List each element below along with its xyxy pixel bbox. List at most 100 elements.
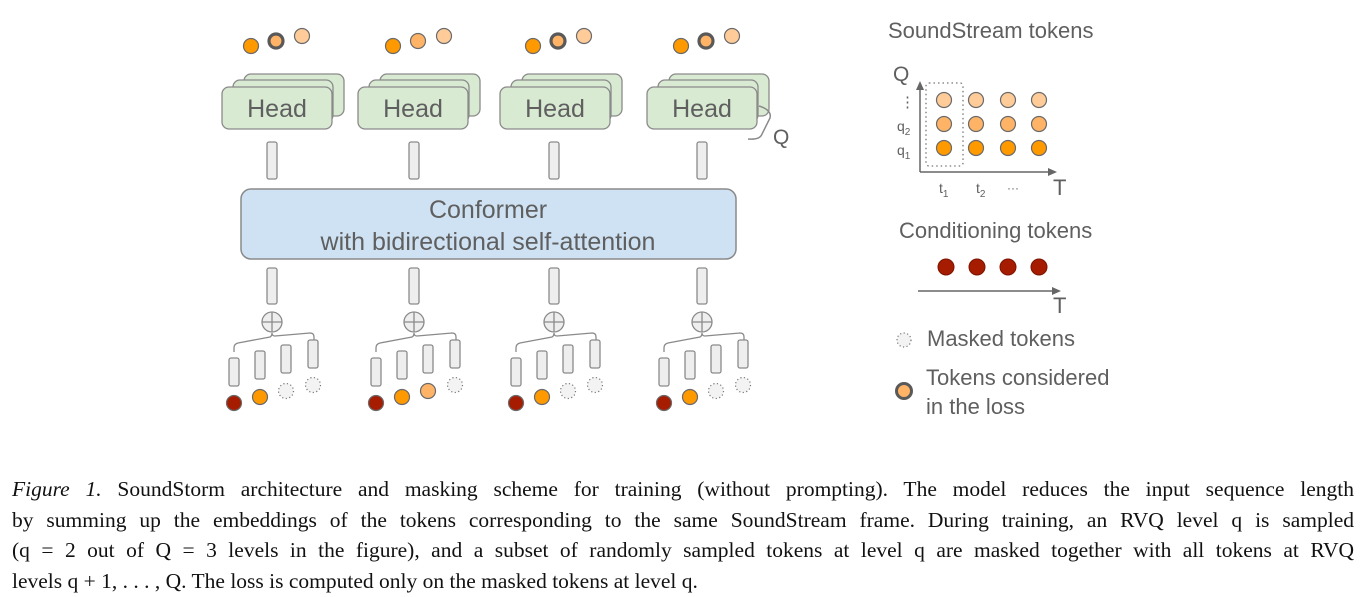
conditioning-token-row [937, 258, 1048, 276]
masked-token [734, 376, 752, 394]
masked-token [277, 382, 295, 400]
conditioning-token [968, 258, 986, 276]
conditioning-legend: Conditioning tokens T [899, 218, 1092, 318]
grid-token-q3 [1030, 91, 1048, 109]
conditioning-token [655, 394, 673, 412]
input-embedding [370, 357, 382, 387]
head-stack: Head [221, 73, 345, 130]
sum-brace [233, 332, 315, 352]
conditioning-token [1030, 258, 1048, 276]
q1-token [393, 388, 411, 406]
input-embedding [562, 344, 574, 374]
soundstream-legend: SoundStream tokens Q T ⋮ q2 q1 t1 t2 ··· [888, 18, 1093, 200]
head-stack: Head [646, 73, 770, 130]
q-axis-label: Q [893, 63, 909, 86]
grid-token-q1 [967, 139, 985, 157]
loss-tokens-label-line2: in the loss [926, 394, 1025, 419]
grid-token-q2 [999, 115, 1017, 133]
loss-token-swatch [895, 382, 913, 400]
q1-token [384, 37, 402, 55]
soundstorm-diagram: Head Head Head Head Conformer with bidirect… [221, 18, 1109, 419]
loss-token [549, 32, 567, 50]
input-embedding [684, 350, 696, 380]
output-tokens [672, 27, 741, 55]
head-label: Head [672, 95, 732, 123]
masked-token [707, 382, 725, 400]
masked-token-swatch [896, 332, 912, 348]
conditioning-title: Conditioning tokens [899, 218, 1092, 243]
grid-token-q1 [999, 139, 1017, 157]
conditioning-token [367, 394, 385, 412]
head-stack-brace: Q [747, 105, 789, 149]
input-embedding [737, 339, 749, 369]
soundstream-title: SoundStream tokens [888, 18, 1093, 43]
q2-tick: q2 [897, 118, 911, 138]
sum-icon [261, 311, 283, 333]
masked-tokens-label: Masked tokens [927, 326, 1075, 351]
grid-token-q1 [935, 139, 953, 157]
head-label: Head [383, 95, 443, 123]
head-layer-1 [499, 86, 611, 130]
conditioning-token [937, 258, 955, 276]
conformer-subtitle: with bidirectional self-attention [320, 228, 656, 256]
column-3: Head [499, 27, 623, 412]
sum-icon [543, 311, 565, 333]
masked-token [586, 376, 604, 394]
architecture-panel: Head Head Head Head [221, 27, 770, 412]
input-embedding [280, 344, 292, 374]
input-embedding [396, 350, 408, 380]
grid-token-q3 [935, 91, 953, 109]
sum-brace [663, 332, 745, 352]
loss-token [697, 32, 715, 50]
conformer-block: Conformer with bidirectional self-attent… [240, 188, 737, 260]
sum-brace [515, 332, 597, 352]
head-label: Head [247, 95, 307, 123]
input-embedding [228, 357, 240, 387]
column-4: Head [646, 27, 770, 412]
q1-token [533, 388, 551, 406]
sum-icon [691, 311, 713, 333]
output-tokens [242, 27, 311, 55]
output-tokens [384, 27, 453, 55]
output-tokens [524, 27, 593, 55]
t-ellipsis: ··· [1007, 181, 1019, 195]
input-embedding [307, 339, 319, 369]
head-layer-1 [646, 86, 758, 130]
input-tokens [507, 376, 604, 412]
input-tokens [655, 376, 752, 412]
q1-token [251, 388, 269, 406]
figure-label: Figure 1. [12, 477, 102, 501]
caption-line-3: (q = 2 out of Q = 3 levels in the figure… [12, 538, 1354, 562]
q1-token [681, 388, 699, 406]
conformer-title: Conformer [429, 196, 547, 224]
q1-tick: q1 [897, 142, 911, 162]
head-stack: Head [499, 73, 623, 130]
input-embedding [254, 350, 266, 380]
q3-token [575, 27, 593, 45]
column-1: Head [221, 27, 345, 412]
conditioning-token [225, 394, 243, 412]
conditioning-t-axis-label: T [1053, 293, 1066, 318]
input-tokens [367, 376, 464, 412]
caption-line-4: levels q + 1, . . . , Q. The loss is com… [12, 568, 698, 593]
token-type-legend: Masked tokens Tokens considered in the l… [895, 326, 1109, 419]
grid-token-q3 [999, 91, 1017, 109]
caption-text-1: SoundStorm architecture and masking sche… [101, 477, 1354, 501]
grid-token-q2 [967, 115, 985, 133]
t1-tick: t1 [939, 180, 949, 200]
grid-token-q1 [1030, 139, 1048, 157]
q1-token [524, 37, 542, 55]
head-layer-1 [221, 86, 333, 130]
q2-token [409, 32, 427, 50]
token-grid [935, 91, 1048, 157]
masked-token [304, 376, 322, 394]
t2-tick: t2 [976, 180, 986, 200]
input-embedding [510, 357, 522, 387]
loss-tokens-label-line1: Tokens considered [926, 365, 1109, 390]
head-stack: Head [357, 73, 481, 130]
output-embedding [408, 141, 420, 180]
q3-token [723, 27, 741, 45]
output-embedding [548, 141, 560, 180]
q1-token [242, 37, 260, 55]
masked-token [446, 376, 464, 394]
